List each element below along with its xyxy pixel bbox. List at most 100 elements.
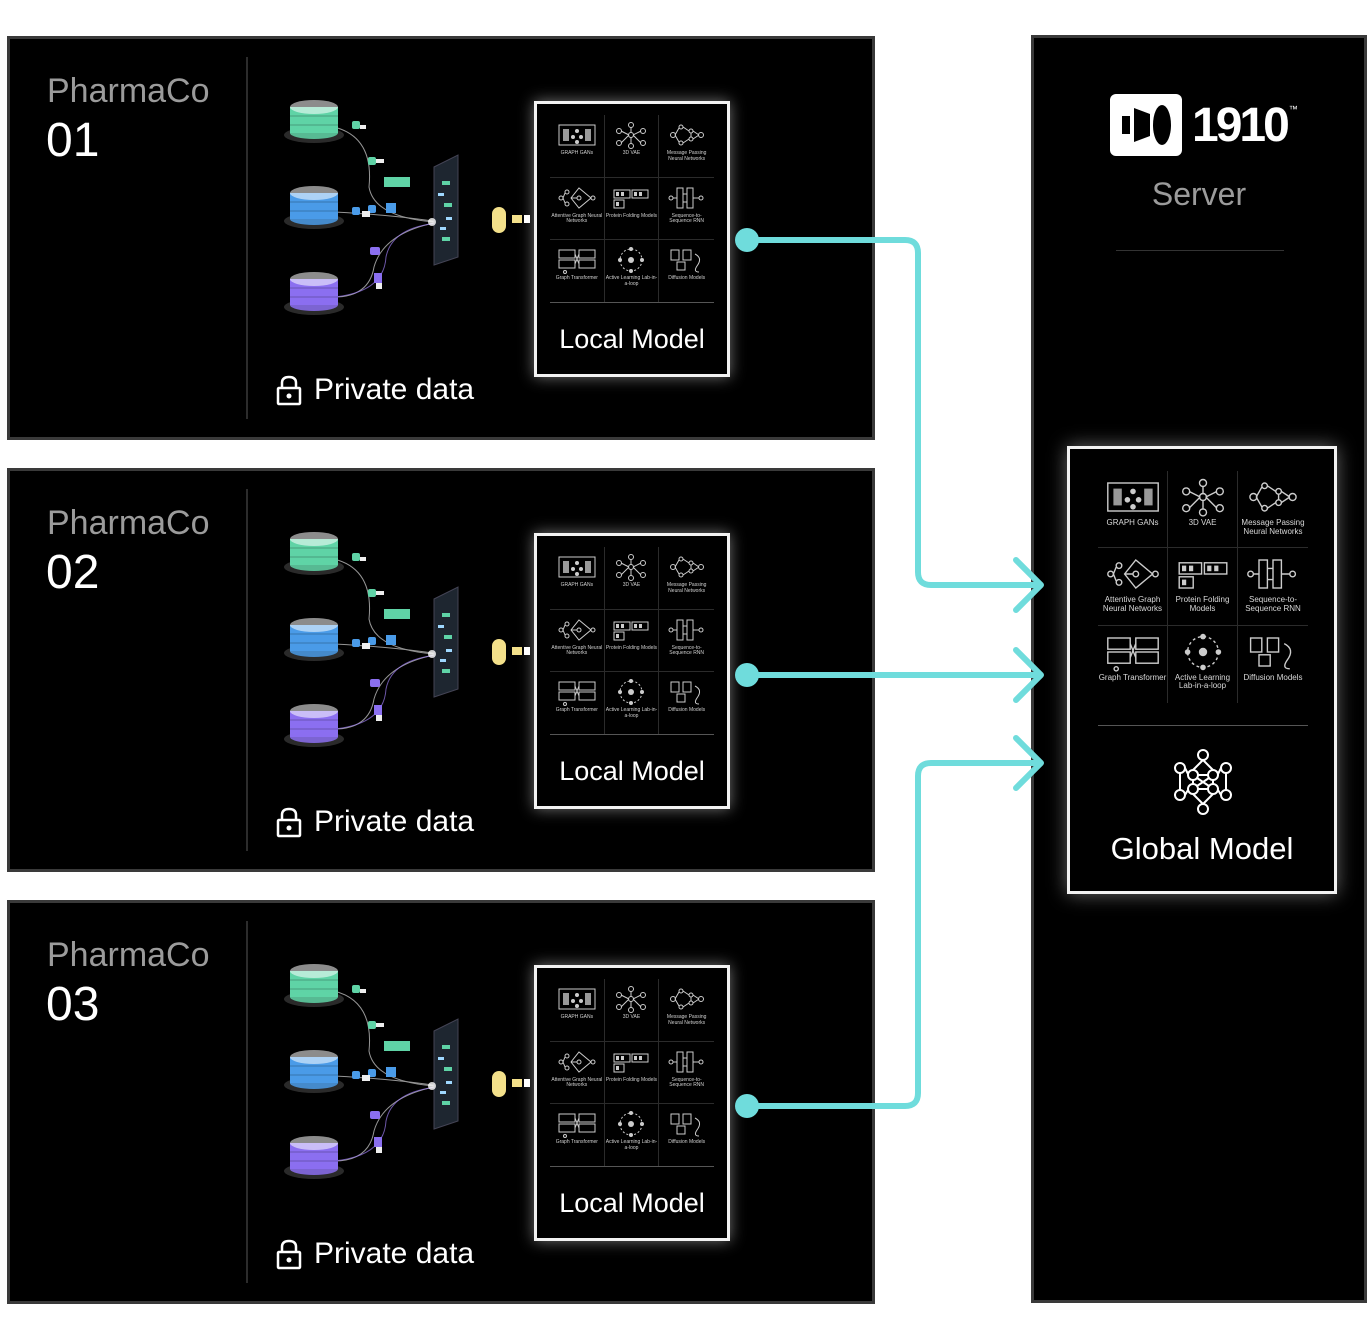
seq2seq-icon	[668, 187, 704, 209]
local-model-tile: 3D VAE	[604, 979, 660, 1042]
local-model-tile: Message Passing Neural Networks	[659, 547, 714, 610]
model-tile-label: Graph Transformer	[555, 707, 598, 714]
model-tile-label: Active Learning Lab-in-a-loop	[605, 707, 658, 719]
local-model-tile: Attentive Graph Neural Networks	[550, 177, 605, 241]
model-tile-label: Graph Transformer	[555, 1139, 598, 1146]
protein-folding-icon	[613, 621, 649, 641]
model-tile-label: Active Learning Lab-in-a-loop	[1174, 672, 1231, 691]
private-data-label: Private data	[314, 373, 475, 406]
global-card-divider	[1098, 725, 1308, 726]
active-learning-icon	[1184, 633, 1221, 670]
mpnn-icon	[1249, 482, 1297, 512]
local-model-tile: Graph Transformer	[550, 672, 605, 735]
local-model-tile: Graph Transformer	[550, 1104, 605, 1167]
client-number: 02	[46, 546, 100, 599]
local-model-tile: Protein Folding Models	[604, 177, 660, 241]
attentive-gnn-icon	[1106, 559, 1159, 590]
client-number: 01	[46, 114, 100, 167]
model-tile-label: GRAPH GANs	[560, 150, 594, 156]
private-data-caption: Private data	[276, 805, 474, 839]
model-tile-label: 3D VAE	[622, 582, 641, 588]
local-model-tile: GRAPH GANs	[550, 115, 605, 178]
model-tile-label: Diffusion Models	[1243, 672, 1303, 682]
seq2seq-icon	[1247, 559, 1297, 590]
model-tile-label: Protein Folding Models	[605, 1076, 658, 1083]
client-name: PharmaCo	[47, 72, 210, 110]
graph-transformer-icon	[558, 249, 596, 275]
attentive-gnn-icon	[558, 1050, 596, 1073]
brand-name: 1910	[1192, 98, 1290, 152]
vae-icon	[616, 122, 647, 149]
diffusion-icon	[670, 249, 700, 273]
private-data-caption: Private data	[276, 373, 474, 407]
model-tile-label: Diffusion Models	[668, 1139, 706, 1146]
diffusion-icon	[670, 1113, 700, 1137]
model-tile-label: Sequence-to-Sequence RNN	[669, 1076, 705, 1089]
diffusion-icon	[1249, 636, 1292, 670]
server-label: Server	[1151, 176, 1247, 212]
local-model-tile: Diffusion Models	[659, 1104, 714, 1167]
global-model-tile: Sequence-to-Sequence RNN	[1238, 548, 1308, 626]
local-model-tile: Diffusion Models	[659, 672, 714, 735]
mpnn-icon	[669, 556, 704, 578]
local-model-tile: Message Passing Neural Networks	[659, 115, 714, 178]
local-model-tile: 3D VAE	[604, 547, 660, 610]
active-learning-icon	[618, 1111, 645, 1138]
local-model-tile: Sequence-to-Sequence RNN	[659, 610, 714, 673]
local-model-tile: Active Learning Lab-in-a-loop	[605, 240, 660, 303]
lock-icon	[276, 1238, 314, 1270]
model-tile-label: Graph Transformer	[1098, 672, 1167, 682]
local-card-divider	[550, 734, 714, 735]
global-model-tile: Message Passing Neural Networks	[1238, 471, 1308, 549]
lock-icon	[276, 806, 314, 838]
local-model-tile: Attentive Graph Neural Networks	[550, 1041, 605, 1105]
vae-icon	[1181, 478, 1224, 517]
global-model-tile: Diffusion Models	[1238, 626, 1308, 703]
local-model-label: Local Model	[559, 1188, 705, 1218]
mpnn-icon	[669, 988, 704, 1010]
active-learning-icon	[618, 247, 645, 274]
private-data-label: Private data	[314, 1237, 475, 1270]
protein-folding-icon	[1178, 562, 1227, 590]
model-tile-label: Attentive Graph Neural Networks	[551, 644, 603, 657]
local-model-tile: GRAPH GANs	[550, 547, 605, 610]
lock-icon	[276, 374, 314, 406]
model-tile-label: Diffusion Models	[668, 707, 706, 714]
local-model-tile: Message Passing Neural Networks	[659, 979, 714, 1042]
model-tile-label: Sequence-to-Sequence RNN	[669, 644, 705, 657]
client-divider	[246, 57, 248, 419]
local-model-tile: Active Learning Lab-in-a-loop	[605, 672, 660, 735]
local-model-tile: Protein Folding Models	[604, 609, 660, 673]
private-data-caption: Private data	[276, 1237, 474, 1271]
local-model-label: Local Model	[559, 324, 705, 354]
global-model-tile: Attentive Graph Neural Networks	[1098, 548, 1168, 626]
model-tile-label: Attentive Graph Neural Networks	[551, 212, 603, 225]
model-tile-label: Sequence-to-Sequence RNN	[669, 212, 705, 225]
model-tile-label: 3D VAE	[1188, 518, 1217, 527]
model-tile-label: Sequence-to-Sequence RNN	[1245, 595, 1301, 614]
brand-logo: 1910 ™	[1110, 94, 1298, 156]
logo-mark-icon	[1110, 94, 1182, 156]
diffusion-icon	[670, 681, 700, 705]
data-pipeline-illustration	[274, 961, 544, 1201]
seq2seq-icon	[668, 619, 704, 641]
model-tile-label: Attentive Graph Neural Networks	[551, 1076, 603, 1089]
model-tile-label: Message Passing Neural Networks	[1241, 518, 1305, 536]
protein-folding-icon	[613, 189, 649, 209]
client-number: 03	[46, 978, 100, 1031]
model-tile-label: Active Learning Lab-in-a-loop	[605, 275, 658, 287]
data-pipeline-illustration	[274, 529, 544, 769]
client-name: PharmaCo	[47, 504, 210, 542]
vae-icon	[616, 554, 647, 581]
vae-icon	[616, 986, 647, 1013]
local-model-tile: Sequence-to-Sequence RNN	[659, 1042, 714, 1105]
protein-folding-icon	[613, 1053, 649, 1073]
local-model-tile: Sequence-to-Sequence RNN	[659, 178, 714, 241]
